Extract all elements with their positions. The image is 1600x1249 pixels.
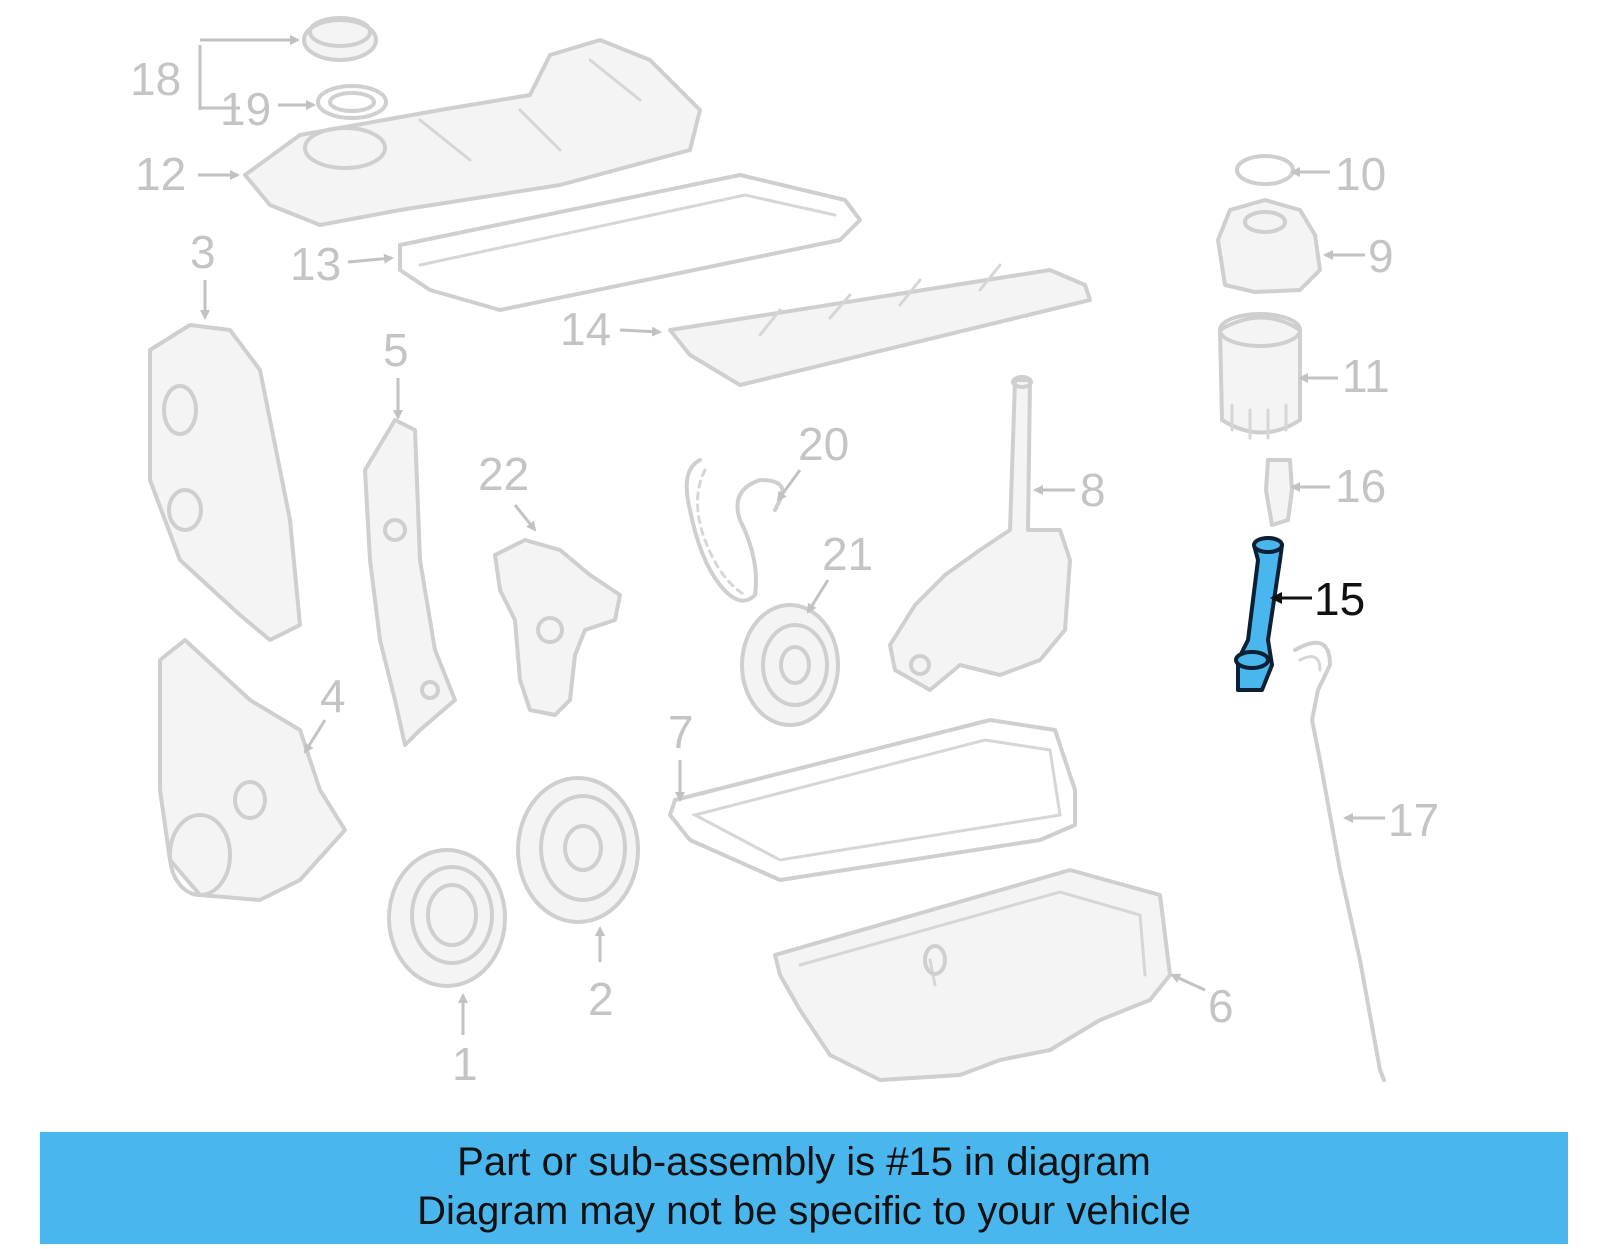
part-9-filter-housing bbox=[1216, 198, 1322, 294]
callout-20: 20 bbox=[798, 418, 849, 470]
banner-line-part: Part or sub-assembly is #15 in diagram bbox=[457, 1140, 1151, 1184]
part-22-tensioner bbox=[493, 538, 622, 717]
part-8-oil-pump bbox=[888, 375, 1072, 692]
callout-5: 5 bbox=[383, 324, 409, 376]
part-18-filler-cap bbox=[302, 16, 378, 62]
callout-6: 6 bbox=[1208, 980, 1234, 1032]
callout-17: 17 bbox=[1388, 794, 1439, 846]
callout-16: 16 bbox=[1335, 460, 1386, 512]
leader-lines bbox=[198, 40, 1385, 1035]
part-16-tube-cap bbox=[1264, 458, 1294, 527]
part-3-timing-cover bbox=[148, 323, 302, 642]
part-2-crank-pulley bbox=[516, 776, 640, 924]
part-5-bracket bbox=[363, 418, 457, 747]
part-4-lower-cover bbox=[158, 638, 347, 902]
part-14-rail bbox=[668, 263, 1092, 387]
part-12-valve-cover bbox=[243, 38, 702, 227]
callout-18: 18 bbox=[130, 53, 181, 105]
callout-2: 2 bbox=[588, 973, 614, 1025]
part-17-dipstick bbox=[1293, 640, 1386, 1082]
part-19-seal bbox=[316, 84, 388, 120]
callout-22: 22 bbox=[478, 448, 529, 500]
callout-3: 3 bbox=[190, 226, 216, 278]
callout-4: 4 bbox=[320, 670, 346, 722]
part-15-dipstick-tube bbox=[1234, 536, 1284, 692]
part-13-gasket bbox=[398, 173, 862, 312]
callout-21: 21 bbox=[822, 528, 873, 580]
callout-14: 14 bbox=[560, 303, 611, 355]
part-6-oil-pan bbox=[773, 868, 1172, 1082]
callout-15: 15 bbox=[1314, 573, 1365, 625]
callout-8: 8 bbox=[1080, 464, 1106, 516]
info-banner: Part or sub-assembly is #15 in diagram D… bbox=[40, 1132, 1568, 1244]
part-7-pan-gasket bbox=[668, 718, 1077, 882]
part-11-oil-filter bbox=[1218, 312, 1302, 440]
part-10-o-ring bbox=[1235, 154, 1295, 186]
callout-labels: 18 19 12 13 14 3 5 4 22 20 21 8 10 9 11 … bbox=[130, 53, 1439, 1090]
callout-12: 12 bbox=[135, 148, 186, 200]
callout-10: 10 bbox=[1335, 148, 1386, 200]
banner-line-disclaimer: Diagram may not be specific to your vehi… bbox=[417, 1189, 1191, 1233]
callout-1: 1 bbox=[452, 1038, 478, 1090]
part-21-pulley bbox=[740, 603, 840, 727]
part-20-timing-belt bbox=[684, 458, 785, 603]
callout-19: 19 bbox=[220, 83, 271, 135]
callout-9: 9 bbox=[1368, 230, 1394, 282]
callout-7: 7 bbox=[668, 706, 694, 758]
part-1-pulley bbox=[387, 848, 507, 988]
callout-13: 13 bbox=[290, 238, 341, 290]
callout-11: 11 bbox=[1342, 350, 1390, 402]
